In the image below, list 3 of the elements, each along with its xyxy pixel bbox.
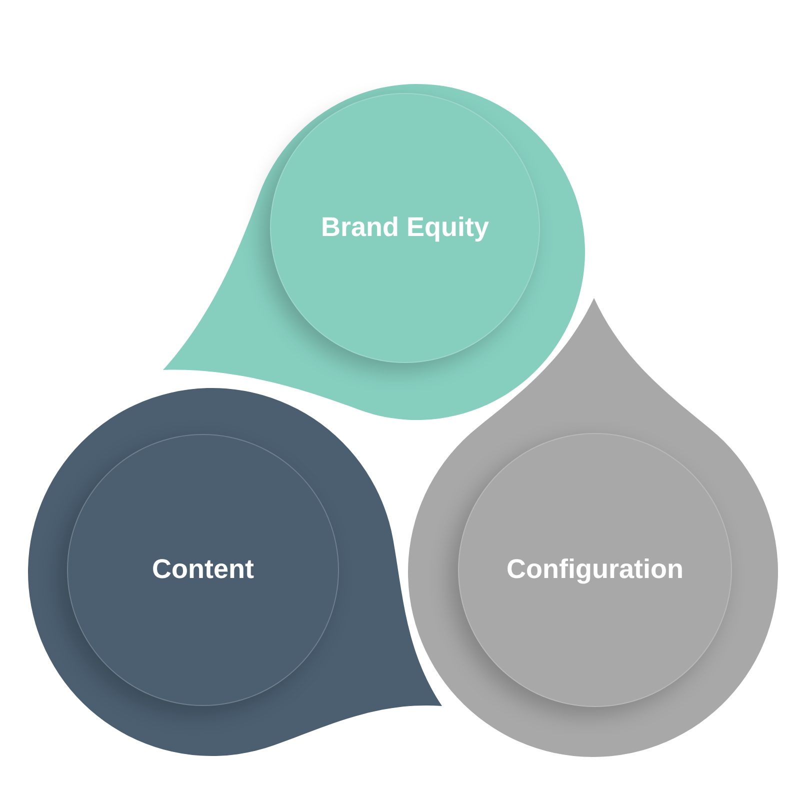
circle-label: Configuration <box>506 553 684 586</box>
circle-label: Content <box>151 553 255 586</box>
circle-label: Brand Equity <box>320 211 490 244</box>
